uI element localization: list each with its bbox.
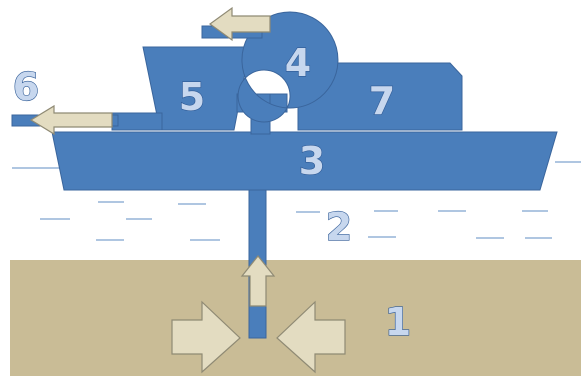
left-inward-arrow: [171, 300, 241, 374]
up-arrow: [240, 255, 276, 307]
label-7: 7: [369, 79, 395, 123]
hull: [51, 131, 558, 191]
label-1: 1: [385, 300, 411, 344]
label-4: 4: [285, 41, 311, 85]
outlet-arrow: [29, 104, 113, 136]
label-6: 6: [13, 65, 39, 109]
label-5: 5: [179, 75, 205, 119]
outlet-pipe-base: [111, 112, 163, 131]
right-inward-arrow: [276, 300, 346, 374]
hopper: [142, 46, 251, 131]
discharge-arrow: [208, 6, 271, 42]
engine-block: [297, 62, 463, 131]
seabed: [10, 260, 581, 376]
label-3: 3: [299, 139, 325, 183]
water-lines: [12, 161, 581, 241]
label-2: 2: [326, 205, 352, 249]
